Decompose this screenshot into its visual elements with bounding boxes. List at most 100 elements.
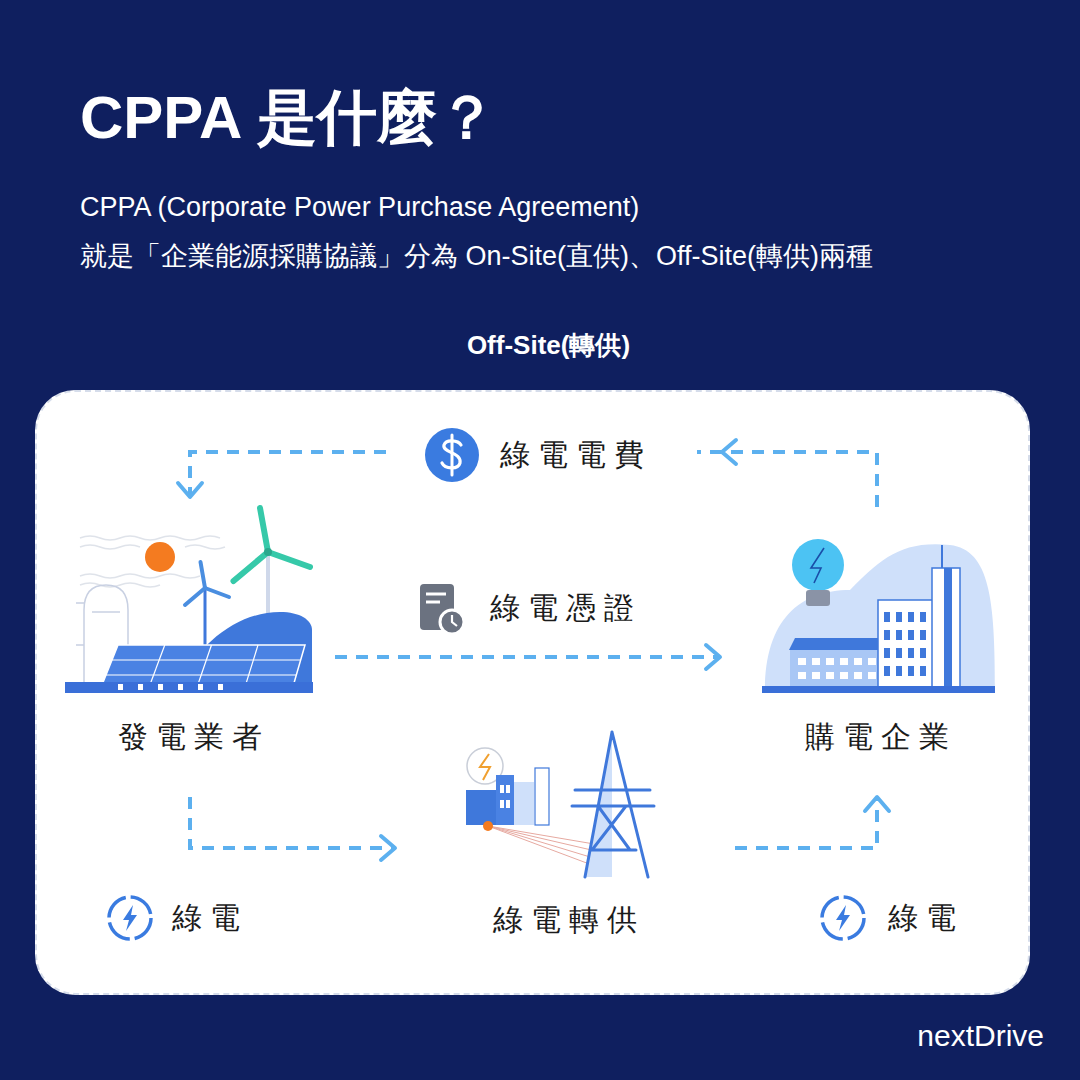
- wind-turbine-small-part: [185, 588, 205, 605]
- title-slot: CPPA 是什麼？: [80, 82, 497, 154]
- flow-connector: [178, 440, 877, 507]
- pylon-part: [572, 732, 654, 877]
- connector-line: [735, 797, 877, 848]
- energy-icon: [822, 897, 864, 939]
- factory-part: [500, 785, 510, 808]
- hydrogen-tank-part: [76, 603, 84, 645]
- connector-line: [335, 655, 720, 659]
- low-building-part: [790, 648, 885, 690]
- certificate-icon-part: [426, 593, 446, 596]
- plant-base-part-part: [158, 684, 163, 690]
- heat-wave: [80, 536, 225, 587]
- connection-dot: [483, 821, 493, 831]
- solar-panel-part: [100, 645, 305, 690]
- factory-part: [514, 782, 534, 825]
- wind-turbine-large-part: [264, 548, 272, 556]
- pylon: [572, 732, 654, 877]
- wind-turbine-large-part: [260, 508, 268, 552]
- office-building-part-part: [920, 648, 926, 658]
- actor-node: 發電業者: [55, 505, 325, 767]
- office-building-part-part: [896, 612, 902, 622]
- label-slot: CPPA (Corporate Power Purchase Agreement…: [80, 190, 639, 225]
- heat-wave-part: [80, 574, 200, 578]
- office-building-part-part: [896, 666, 902, 676]
- low-building-part-part: [854, 672, 862, 679]
- office-building-part-part: [908, 612, 914, 622]
- actor-node: 購電企業: [730, 515, 1024, 767]
- low-building-part-part: [826, 672, 834, 679]
- solar-panel-part-part: [106, 674, 296, 675]
- flow-connector: [735, 797, 889, 848]
- flow-label: 綠電電費: [395, 433, 697, 477]
- wind-turbine-small-part: [204, 588, 207, 648]
- plant-base-part-part: [198, 684, 203, 690]
- office-building-part-part: [908, 630, 914, 640]
- low-building-part-part: [868, 672, 876, 679]
- wind-turbine-small: [185, 562, 229, 648]
- edge-label-slot: 綠電: [166, 896, 254, 940]
- plant-base: [65, 682, 313, 693]
- flow-label: 綠電: [882, 896, 970, 940]
- plant-base-part: [118, 684, 223, 690]
- solar-panel-part-part: [112, 659, 301, 660]
- pylon-part: [585, 732, 612, 877]
- solar-panel-part-part: [244, 645, 258, 690]
- brand-watermark: nextDrive: [917, 1016, 1044, 1055]
- factory-part: [466, 790, 496, 825]
- wires-to-tower-part: [488, 826, 600, 868]
- office-building: [878, 600, 933, 690]
- tower-building: [932, 545, 960, 690]
- panel-heading: Off-Site(轉供): [37, 328, 1028, 362]
- low-building-part: [789, 638, 886, 650]
- office-building-part-part: [896, 630, 902, 640]
- office-building-part-part: [884, 648, 890, 658]
- light-bulb: [792, 539, 844, 606]
- certificate-icon-part: [452, 615, 457, 626]
- connector-line: [190, 797, 395, 848]
- dollar-icon-part: [425, 428, 479, 482]
- tower-building-part: [932, 568, 960, 690]
- edge-label-slot: 綠電電費: [395, 433, 697, 477]
- light-bulb-part: [806, 590, 830, 606]
- low-building-part-part: [812, 658, 820, 665]
- city-ground: [762, 686, 995, 693]
- heat-wave-part: [80, 545, 140, 549]
- page-title: CPPA 是什麼？: [80, 82, 497, 154]
- wind-turbine-small-part: [205, 588, 229, 597]
- office-building-part-part: [920, 630, 926, 640]
- dollar-icon: [425, 428, 479, 482]
- wires-to-tower-part: [488, 826, 600, 860]
- certificate-icon-part: [440, 610, 464, 634]
- low-building-part: [798, 658, 876, 679]
- grid-illustration: [466, 732, 654, 877]
- factory-part: [496, 775, 514, 825]
- energy-icon-part: [836, 905, 850, 931]
- edge-label-slot: 綠電: [882, 896, 970, 940]
- tower-building-part: [944, 568, 952, 690]
- low-building-part-part: [840, 658, 848, 665]
- power-badge-part: [480, 754, 490, 780]
- wind-turbine-large-part: [266, 552, 270, 640]
- office-building-part-part: [908, 666, 914, 676]
- actor-name: 發電業者: [110, 719, 270, 755]
- factory-part-part: [506, 800, 510, 808]
- flow-label: 綠電: [166, 896, 254, 940]
- wind-turbine-large-part: [268, 552, 310, 567]
- low-building: [789, 638, 886, 690]
- edge-label-slot: 綠電憑證: [484, 586, 648, 630]
- hydrogen-tank-part: [92, 611, 120, 613]
- power-badge: [467, 748, 503, 784]
- office-building-part: [878, 600, 933, 690]
- dollar-icon-part: [442, 441, 461, 468]
- flow-connector: [190, 797, 395, 860]
- office-building-part-part: [908, 648, 914, 658]
- label-slot: nextDrive: [917, 1016, 1044, 1055]
- low-building-part-part: [854, 658, 862, 665]
- buyer-illustration: [762, 539, 995, 693]
- factory-part-part: [500, 785, 504, 793]
- energy-icon-part: [123, 905, 137, 931]
- low-building-part-part: [812, 672, 820, 679]
- connector-line: [190, 452, 877, 507]
- office-building-part: [884, 612, 926, 676]
